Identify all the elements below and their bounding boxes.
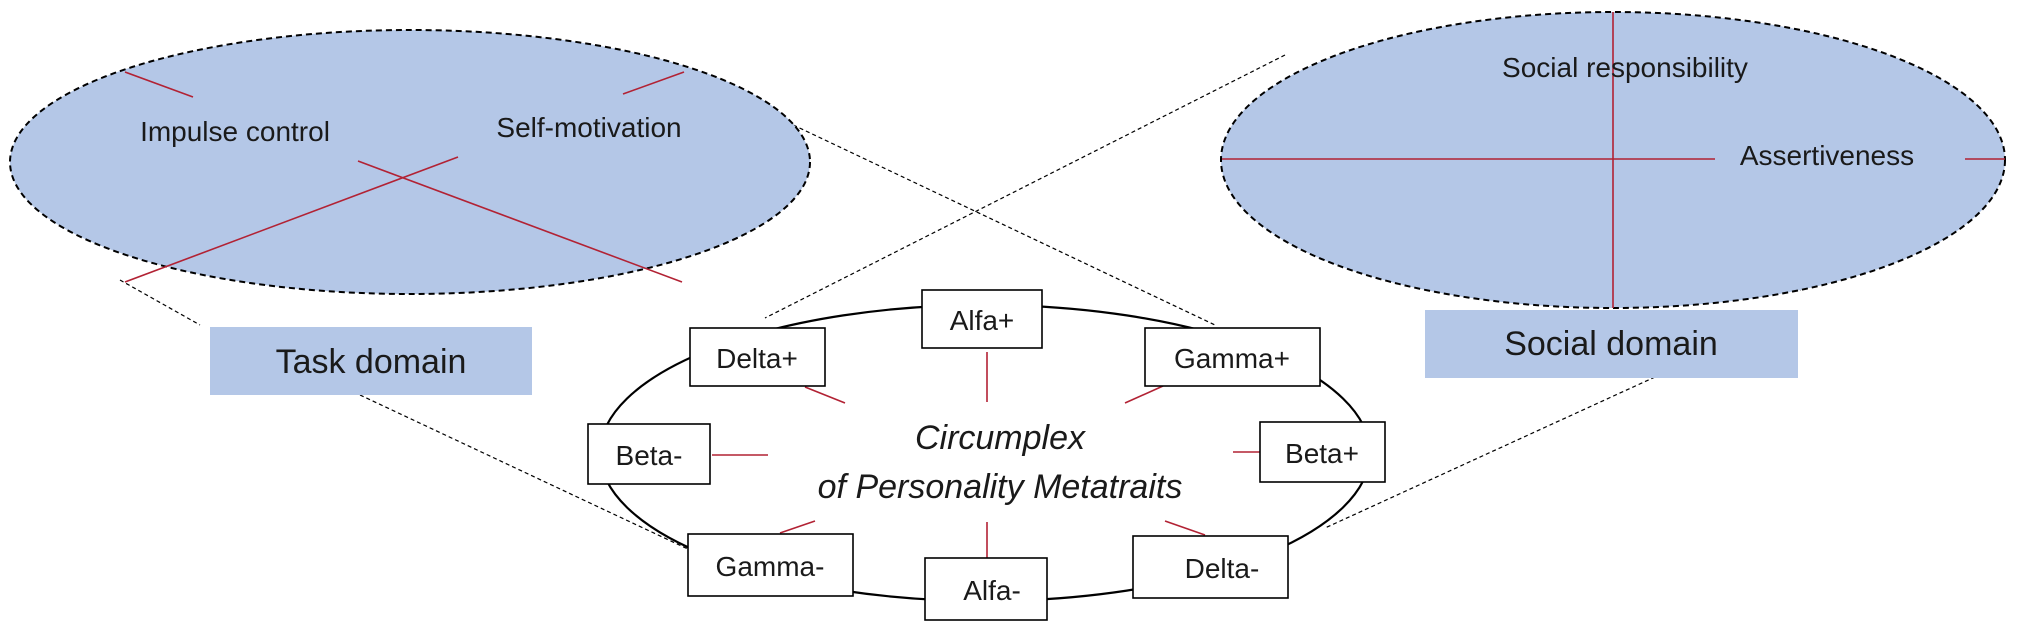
- assertiveness-label: Assertiveness: [1740, 140, 1914, 171]
- delta-minus-label: Delta-: [1185, 553, 1260, 584]
- alfa-minus-box: [924, 557, 1048, 621]
- connector-task-top: [729, 94, 1216, 326]
- metatrait-delta-minus: Delta-: [1132, 535, 1289, 599]
- social-domain-ellipse: Social responsibility Assertiveness: [1220, 11, 2006, 309]
- task-domain-band: Task domain: [210, 327, 532, 395]
- connector-task-left: [119, 279, 201, 326]
- circumplex-title-line2: of Personality Metatraits: [818, 468, 1183, 506]
- connector-lines: [119, 54, 1656, 551]
- social-responsibility-label: Social responsibility: [1502, 52, 1748, 83]
- task-axis-tick-left: [124, 71, 194, 98]
- metatrait-alfa-minus: Alfa-: [924, 557, 1048, 621]
- social-domain-band: Social domain: [1425, 310, 1798, 378]
- task-axis-impulse-control: [357, 160, 683, 283]
- alfa-plus-label: Alfa+: [950, 305, 1015, 336]
- metatrait-alfa-plus: Alfa+: [921, 289, 1043, 349]
- gamma-plus-label: Gamma+: [1174, 343, 1290, 374]
- social-domain-band-rect: [1425, 310, 1798, 378]
- task-domain-label: Task domain: [276, 343, 467, 381]
- connector-social-top: [764, 54, 1286, 319]
- circumplex-title-line1: Circumplex: [915, 419, 1086, 457]
- connector-social-bottom: [1324, 376, 1656, 529]
- alfa-minus-label: Alfa-: [963, 575, 1021, 606]
- metatrait-gamma-minus: Gamma-: [687, 533, 854, 597]
- alfa-plus-box: [921, 289, 1043, 349]
- task-domain-ellipse: Impulse control Self-motivation: [9, 29, 811, 295]
- connector-task-bottom: [359, 394, 691, 551]
- beta-minus-label: Beta-: [616, 440, 683, 471]
- spoke-delta-minus: [1164, 520, 1206, 536]
- beta-minus-box: [587, 423, 711, 485]
- gamma-minus-box: [687, 533, 854, 597]
- beta-plus-box: [1259, 421, 1386, 483]
- metatrait-gamma-plus: Gamma+: [1144, 327, 1321, 387]
- self-motivation-label: Self-motivation: [496, 112, 681, 143]
- beta-plus-label: Beta+: [1285, 438, 1359, 469]
- spoke-delta-plus: [804, 386, 846, 404]
- task-domain-shape: [9, 29, 811, 295]
- delta-plus-box: [689, 327, 826, 387]
- metatrait-delta-plus: Delta+: [689, 327, 826, 387]
- gamma-plus-box: [1144, 327, 1321, 387]
- impulse-control-label: Impulse control: [140, 116, 330, 147]
- task-axis-tick-right: [622, 71, 685, 95]
- spoke-gamma-plus: [1124, 385, 1164, 404]
- delta-plus-label: Delta+: [716, 343, 798, 374]
- circumplex: Circumplex of Personality Metatraits Alf…: [587, 289, 1386, 621]
- task-domain-band-rect: [210, 327, 532, 395]
- gamma-minus-label: Gamma-: [716, 551, 825, 582]
- delta-minus-box: [1132, 535, 1289, 599]
- metatrait-beta-minus: Beta-: [587, 423, 711, 485]
- metatrait-beta-plus: Beta+: [1259, 421, 1386, 483]
- social-domain-label: Social domain: [1504, 325, 1718, 363]
- spoke-gamma-minus: [779, 520, 816, 534]
